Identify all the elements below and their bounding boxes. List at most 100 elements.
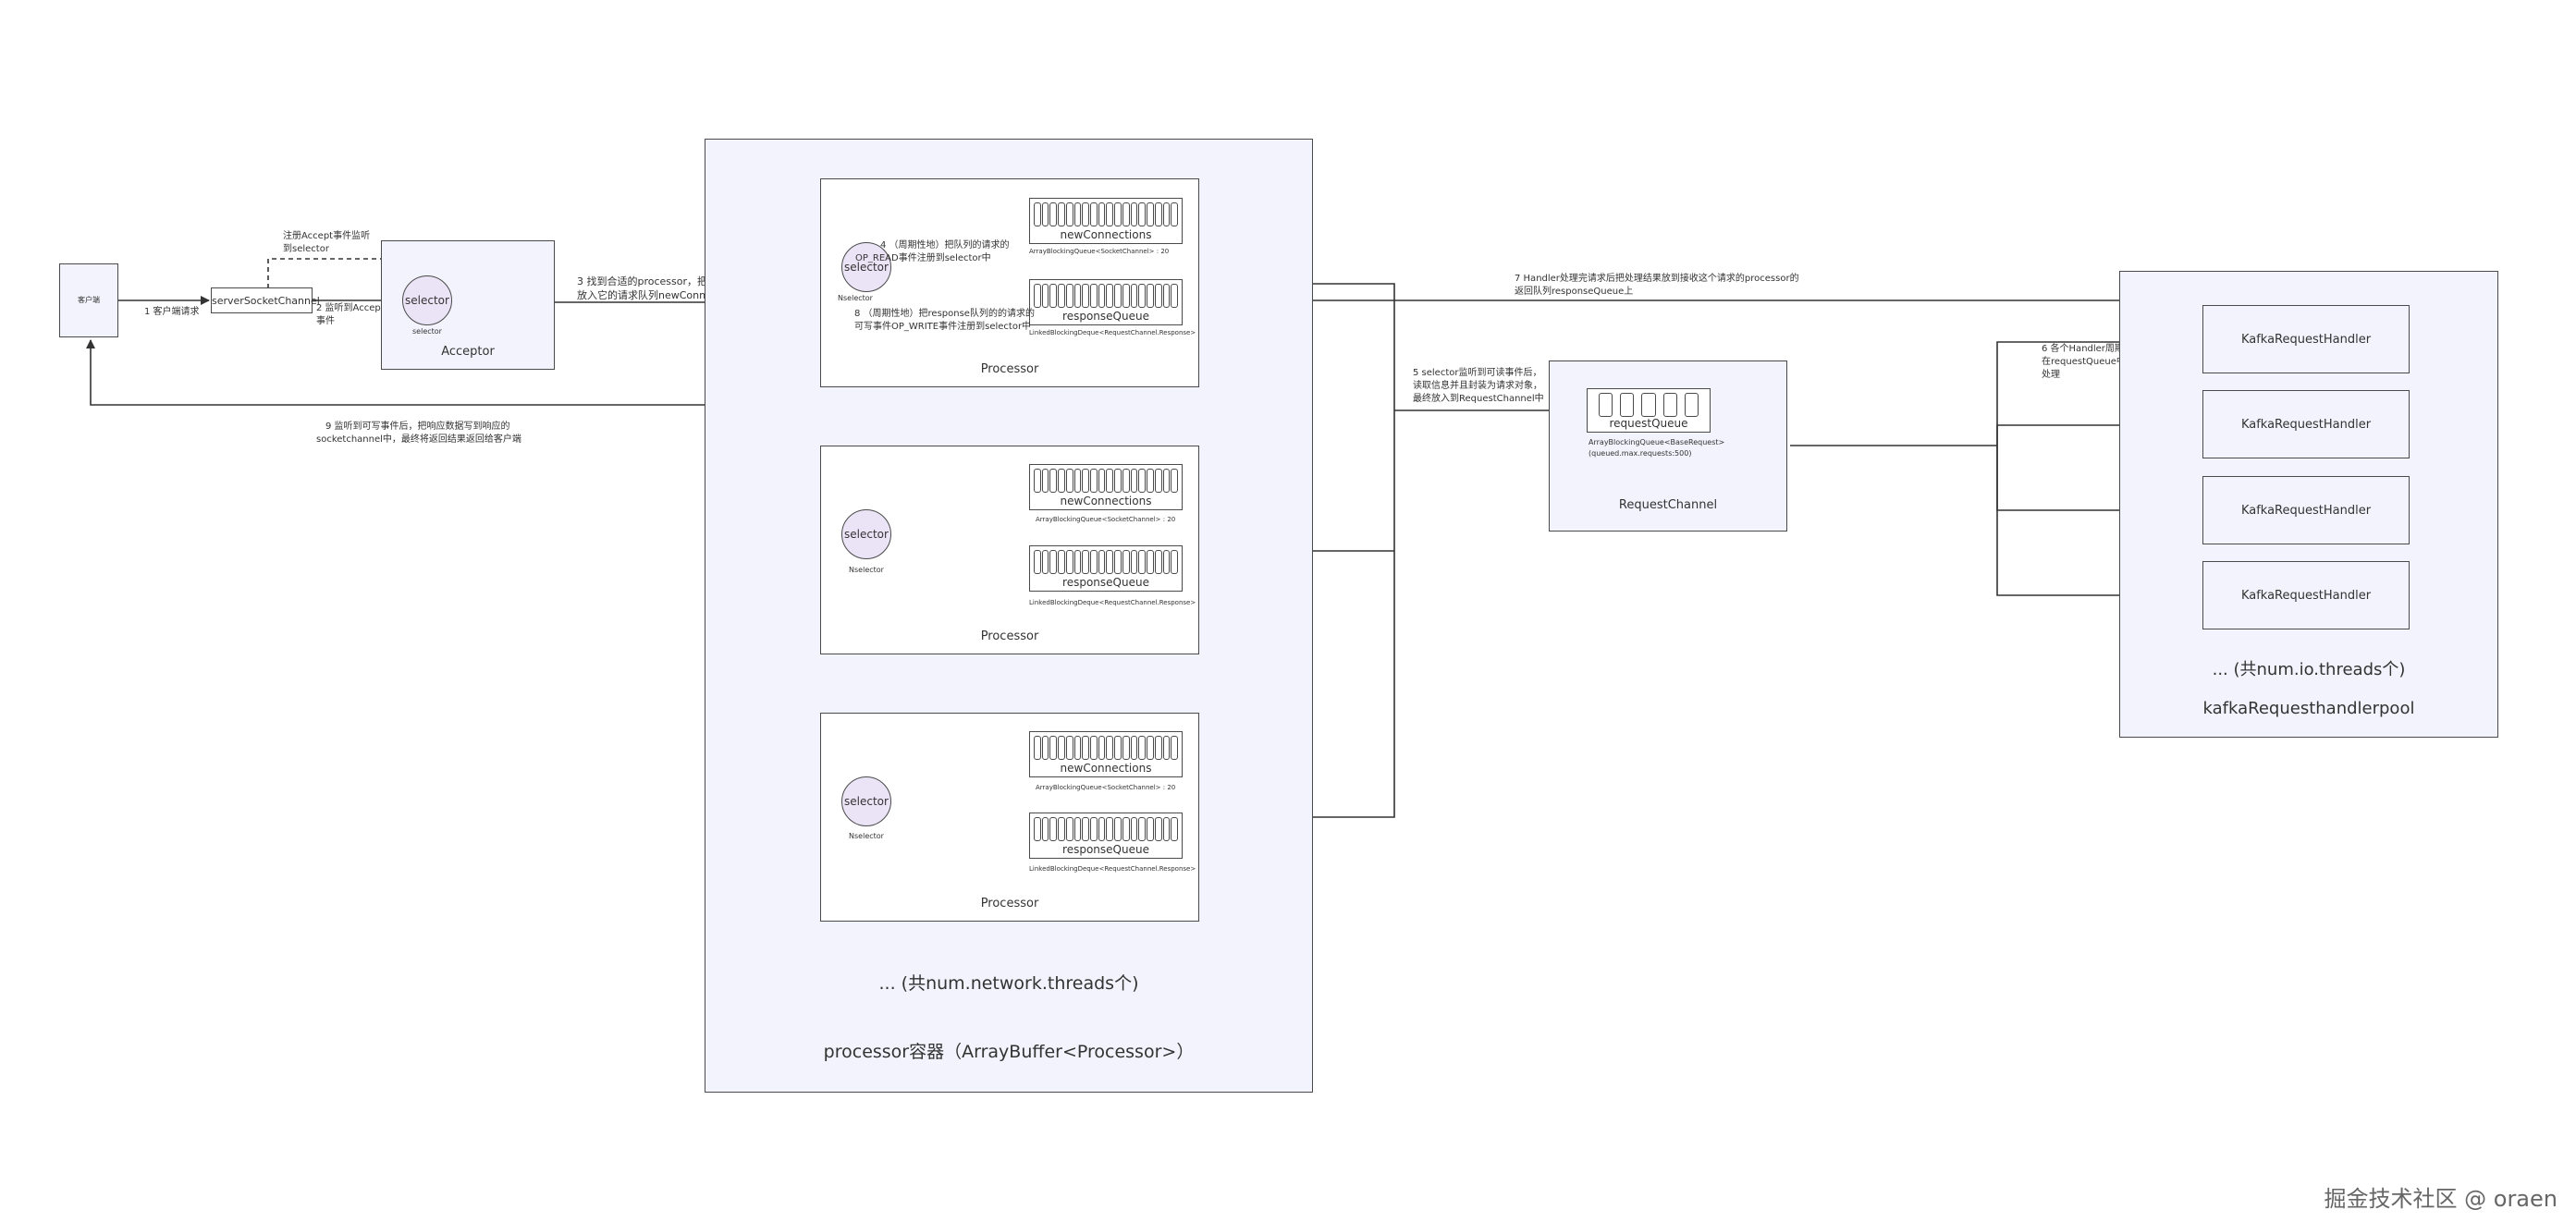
processor-1-response-queue-label: responseQueue <box>1062 310 1149 323</box>
queue-cell <box>1090 817 1098 841</box>
queue-cell <box>1098 736 1106 760</box>
annotation-6-line2: 在requestQueue中拉取请求并 <box>2042 357 2172 367</box>
processor-1-selector-caption: Nselector <box>838 294 873 302</box>
queue-cell <box>1058 817 1065 841</box>
processor-3-new-connections: newConnections <box>1029 731 1183 777</box>
processor-3-new-connections-type: ArrayBlockingQueue<SocketChannel> : 20 <box>1036 784 1176 791</box>
processor-2-response-queue-type: LinkedBlockingDeque<RequestChannel.Respo… <box>1029 599 1196 606</box>
annotation-9-line2: socketchannel中，最终将返回结果返回给客户端 <box>316 434 521 445</box>
queue-cell <box>1138 469 1147 493</box>
queue-cell <box>1114 550 1122 574</box>
kafka-request-handler-2: KafkaRequestHandler <box>2202 390 2410 458</box>
queue-cell <box>1122 736 1130 760</box>
processor-2-new-connections-label: newConnections <box>1060 495 1152 507</box>
processor-2-title: Processor <box>980 629 1039 643</box>
queue-cell <box>1171 284 1178 308</box>
queue-cell <box>1114 817 1122 841</box>
annotation-5-line1: 5 selector监听到可读事件后， <box>1413 368 1542 378</box>
arrow-register-accept <box>267 258 432 288</box>
queue-cell <box>1058 284 1065 308</box>
processor-2-response-queue-label: responseQueue <box>1062 576 1149 589</box>
annotation-7-line2: 返回队列responseQueue上 <box>1515 287 1634 297</box>
queue-cell <box>1098 284 1106 308</box>
acceptor-selector: selector <box>402 275 452 325</box>
queue-cell <box>1138 736 1147 760</box>
queue-cell <box>1162 202 1171 226</box>
queue-cell <box>1114 469 1122 493</box>
queue-cell <box>1065 736 1073 760</box>
annotation-5-line2: 读取信息并且封装为请求对象， <box>1413 381 1542 391</box>
queue-cell <box>1073 550 1082 574</box>
processor-1-response-queue: responseQueue <box>1029 279 1183 325</box>
processor-3-selector: selector <box>841 776 891 826</box>
request-queue-label: requestQueue <box>1609 417 1688 430</box>
request-channel-title: RequestChannel <box>1618 498 1718 512</box>
queue-cell <box>1154 736 1162 760</box>
queue-cell <box>1662 393 1677 417</box>
queue-cell <box>1082 469 1090 493</box>
queue-cell <box>1147 550 1154 574</box>
queue-cell <box>1114 284 1122 308</box>
queue-cell <box>1049 550 1058 574</box>
queue-cell <box>1154 550 1162 574</box>
client-box: 客户端 <box>59 263 118 337</box>
annotation-6-line3: 处理 <box>2042 370 2060 380</box>
queue-cell <box>1641 393 1656 417</box>
processor-2-selector-label: selector <box>844 528 889 541</box>
queue-cell <box>1049 202 1058 226</box>
queue-cell <box>1041 284 1049 308</box>
queue-cell <box>1082 202 1090 226</box>
queue-cell <box>1082 817 1090 841</box>
queue-cell <box>1049 284 1058 308</box>
queue-cell <box>1154 284 1162 308</box>
queue-cell <box>1058 202 1065 226</box>
queue-cell <box>1058 550 1065 574</box>
queue-cell <box>1130 817 1138 841</box>
queue-cell <box>1090 202 1098 226</box>
queue-cell <box>1065 550 1073 574</box>
queue-cell <box>1138 817 1147 841</box>
queue-cell <box>1073 736 1082 760</box>
handler-2-label: KafkaRequestHandler <box>2240 417 2372 432</box>
acceptor-title: Acceptor <box>441 345 495 359</box>
acceptor-selector-label: selector <box>405 294 449 307</box>
queue-cell <box>1106 284 1114 308</box>
queue-cell <box>1171 736 1178 760</box>
handler-4-label: KafkaRequestHandler <box>2240 588 2372 603</box>
processor-1-response-queue-type: LinkedBlockingDeque<RequestChannel.Respo… <box>1029 329 1196 336</box>
queue-cell <box>1162 736 1171 760</box>
queue-cells <box>1599 393 1699 417</box>
queue-cell <box>1049 817 1058 841</box>
queue-cell <box>1130 202 1138 226</box>
annotation-1: 1 客户端请求 <box>144 307 200 317</box>
queue-cell <box>1082 736 1090 760</box>
queue-cell <box>1065 817 1073 841</box>
queue-cell <box>1114 736 1122 760</box>
queue-cell <box>1065 284 1073 308</box>
kafka-request-handler-4: KafkaRequestHandler <box>2202 561 2410 629</box>
queue-cell <box>1154 202 1162 226</box>
processor-container-more: ... (共num.network.threads个) <box>878 973 1139 994</box>
annotation-register-line2: 到selector <box>283 244 329 254</box>
queue-cell <box>1138 284 1147 308</box>
queue-cell <box>1034 550 1041 574</box>
annotation-8-line2: 可写事件OP_WRITE事件注册到selector中 <box>854 322 1032 332</box>
queue-cell <box>1122 550 1130 574</box>
processor-3-new-connections-label: newConnections <box>1060 762 1152 775</box>
annotation-8-line1: 8 （周期性地）把response队列的的请求的 <box>854 309 1035 319</box>
annotation-register-line1: 注册Accept事件监听 <box>283 231 371 241</box>
handler-1-label: KafkaRequestHandler <box>2240 332 2372 347</box>
queue-cell <box>1090 550 1098 574</box>
queue-cell <box>1098 202 1106 226</box>
queue-cell <box>1082 284 1090 308</box>
queue-cell <box>1162 817 1171 841</box>
processor-3-title: Processor <box>980 897 1039 910</box>
queue-cell <box>1065 469 1073 493</box>
annotation-9-line1: 9 监听到可写事件后，把响应数据写到响应的 <box>325 422 510 432</box>
queue-cell <box>1162 284 1171 308</box>
processor-1-selector-label: selector <box>844 261 889 274</box>
annotation-6-line1: 6 各个Handler周期性的去试地 <box>2042 344 2170 354</box>
queue-cell <box>1147 817 1154 841</box>
processor-3-selector-caption: Nselector <box>849 832 884 840</box>
